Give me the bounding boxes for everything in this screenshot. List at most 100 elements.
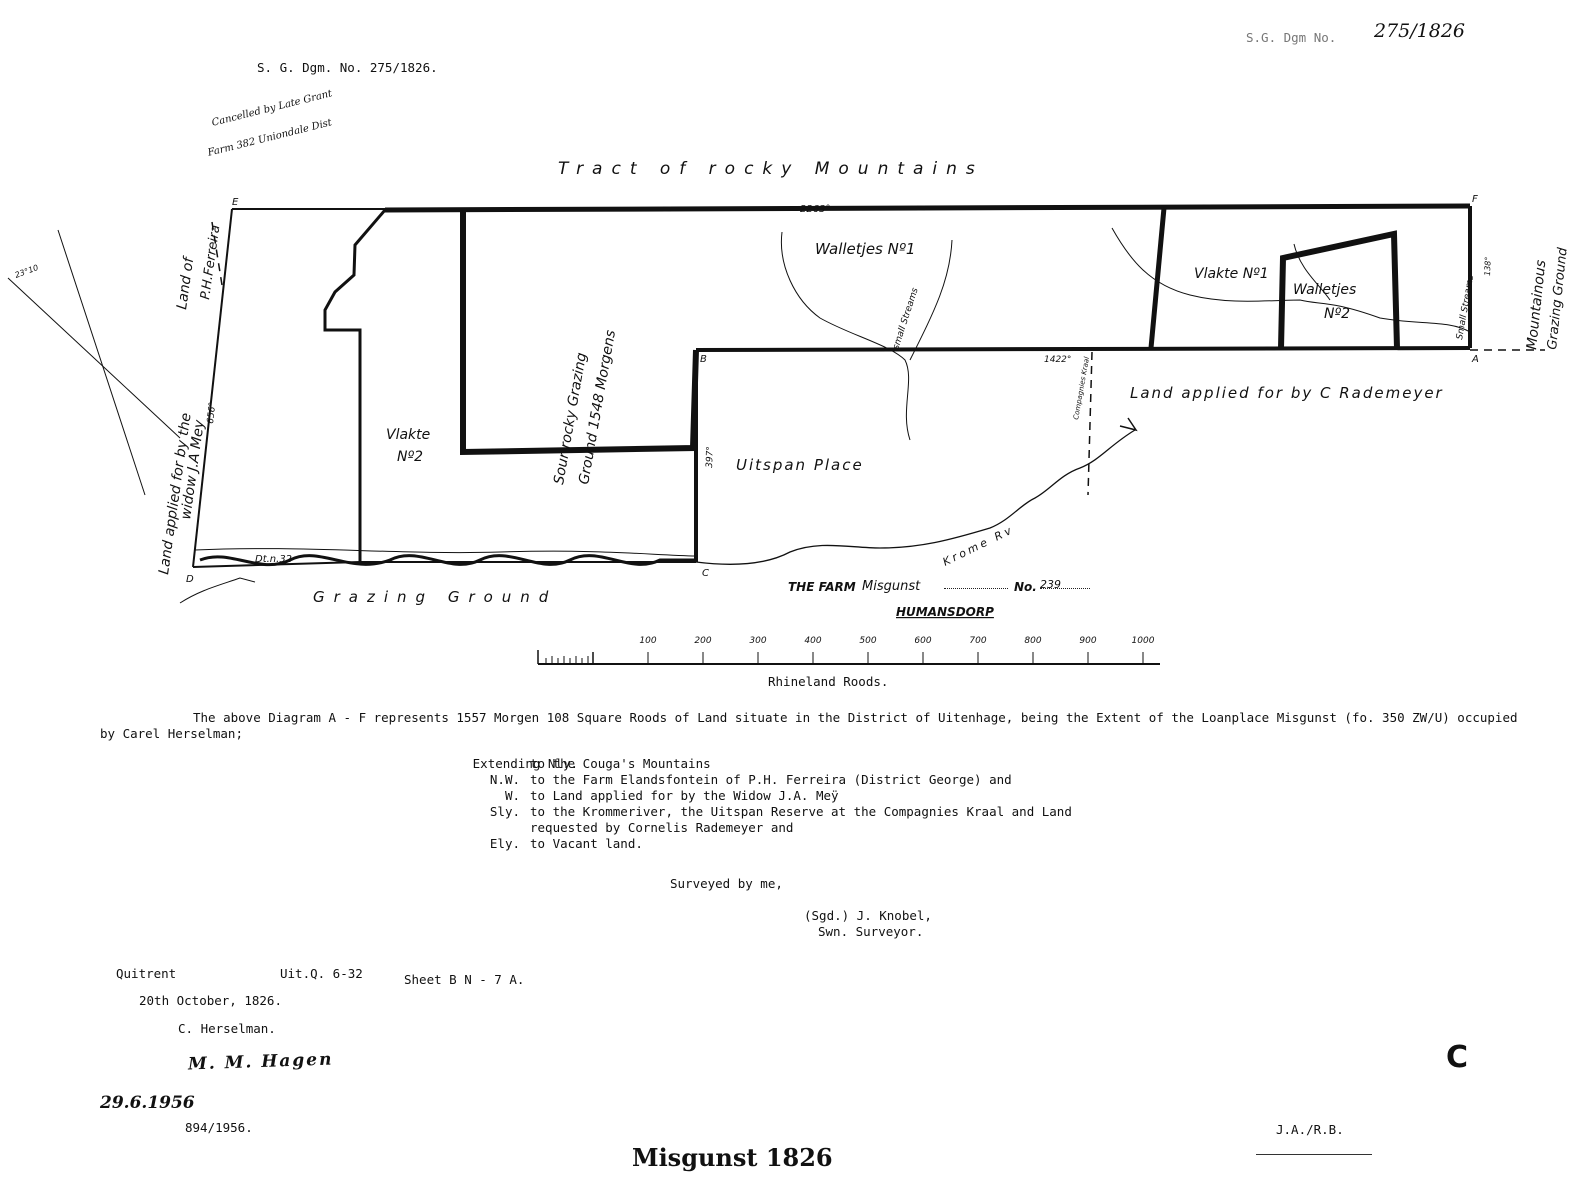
scale-tick: 200 (694, 636, 711, 646)
corner-b: B (700, 354, 707, 365)
surveyor-signature: (Sgd.) J. Knobel, (804, 908, 932, 923)
edge-b-c-length: 397° (705, 446, 716, 468)
handwritten-date: 29.6.1956 (100, 1093, 195, 1113)
page-title: Misgunst 1826 (632, 1143, 833, 1172)
grazing-ground-label: Grazing Ground (313, 588, 557, 606)
dashed-compagnies (1087, 351, 1093, 496)
survey-map: 100 200 300 400 500 600 700 800 900 1000… (7, 159, 1571, 665)
boundary-sour-grazing (460, 210, 699, 456)
boundary-dir-nw: N.W. (489, 772, 520, 787)
vlakte-2-number: Nº2 (397, 449, 423, 465)
district-label: HUMANSDORP (896, 605, 994, 619)
corner-d: D (186, 574, 194, 585)
grantee-name: C. Herselman. (178, 1021, 276, 1036)
scale-unit-label: Rhineland Roods. (768, 674, 889, 689)
uitspan-place-label: Uitspan Place (736, 456, 864, 474)
sour-grazing-label-2: Ground 1548 Morgens (576, 329, 619, 486)
top-right-number: 275/1826 (1374, 20, 1466, 42)
bearing-line-2 (57, 229, 146, 496)
scale-bar (537, 650, 1160, 665)
boundary-outer-west (192, 208, 233, 568)
boundary-walletjes1-east (1148, 207, 1167, 349)
compagnies-kraal-label: Compagnies Kraal (1072, 356, 1091, 420)
scale-tick: 800 (1024, 636, 1041, 646)
surveyor-title: Swn. Surveyor. (818, 924, 924, 939)
boundary-b-a (695, 346, 1471, 352)
farm-no-prefix: No. (1014, 580, 1037, 594)
scale-tick: 400 (804, 636, 821, 646)
tract-label: Tract of rocky Mountains (558, 159, 984, 179)
quitrent-label: Quitrent (116, 966, 177, 981)
scale-tick: 100 (639, 636, 656, 646)
handwritten-signature: M. M. Hagen (187, 1049, 334, 1075)
corner-letter: C (1446, 1040, 1469, 1075)
uitq-reference: Uit.Q. 6-32 (280, 966, 363, 981)
scale-tick: 900 (1079, 636, 1096, 646)
dashed-ferreira (211, 221, 223, 286)
corner-c: C (702, 568, 709, 579)
vlakte-1-label: Vlakte Nº1 (1194, 266, 1269, 282)
boundary-vlakte2-west (323, 209, 387, 562)
arrow-compagnies (1119, 417, 1138, 432)
land-ferreira-label-1: Land of (174, 255, 197, 311)
small-streams-right: Small Streams (1455, 274, 1476, 340)
initials: J.A./R.B. (1276, 1122, 1344, 1137)
top-right-prefix: S.G. Dgm No. (1246, 30, 1337, 45)
boundary-north (384, 203, 1471, 213)
top-edge-length: 2263° (800, 204, 830, 215)
scale-tick: 600 (914, 636, 931, 646)
land-ferreira-label-2: P.H.Ferreira (198, 224, 223, 301)
arrow-grazing (179, 577, 256, 604)
initials-rule (1256, 1154, 1372, 1155)
stream-east (1111, 227, 1471, 333)
description-line-2: by Carel Herselman; (100, 726, 243, 741)
farm-leader-dots (944, 588, 1008, 589)
edge-b-a-length: 1422° (1044, 355, 1071, 365)
walletjes-2-label: Walletjes (1293, 282, 1356, 298)
land-rademeyer-label: Land applied for by C Rademeyer (1130, 384, 1444, 402)
vlakte-2-label: Vlakte (386, 427, 430, 443)
stream-east-2 (1293, 243, 1331, 301)
krome-river (695, 429, 1136, 566)
boundary-text-s-cont: requested by Cornelis Rademeyer and (530, 820, 794, 835)
scale-ticks: 100 200 300 400 500 600 700 800 900 1000 (639, 636, 1154, 646)
river-south-wave (199, 554, 696, 567)
boundary-text-e: to Vacant land. (530, 836, 643, 851)
edge-d-e-length: 656° (206, 402, 218, 425)
boundary-dir-w: W. (504, 788, 520, 803)
small-streams-mid: small Streams (891, 286, 920, 351)
farm-prefix: THE FARM (788, 580, 856, 594)
edge-a-f-length: 138° (1483, 256, 1493, 276)
description-line-1: The above Diagram A - F represents 1557 … (193, 710, 1518, 725)
surveyed-by: Surveyed by me, (670, 876, 783, 891)
walletjes-2-number: Nº2 (1324, 306, 1350, 322)
krome-river-label: Krome Rv (941, 523, 1016, 569)
boundary-text-nw: to the Farm Elandsfontein of P.H. Ferrei… (530, 772, 1012, 787)
farm-name: Misgunst (862, 579, 921, 594)
boundary-dir-s: Sly. (489, 804, 520, 819)
boundary-text-w: to Land applied for by the Widow J.A. Me… (530, 788, 839, 803)
farm-no-leader (1040, 588, 1090, 589)
reference-number: 894/1956. (185, 1120, 253, 1135)
stream-mid-2 (909, 239, 953, 361)
corner-f: F (1472, 194, 1478, 205)
corner-e: E (232, 197, 239, 208)
scale-tick: 300 (749, 636, 766, 646)
scale-tick: 1000 (1132, 636, 1155, 646)
walletjes-1-label: Walletjes Nº1 (815, 240, 915, 258)
boundary-dir-north: Extending Nly. (472, 756, 578, 771)
farm-no: 239 (1040, 578, 1061, 591)
scale-tick: 500 (859, 636, 876, 646)
boundary-dir-e: Ely. (489, 836, 520, 851)
grant-date: 20th October, 1826. (139, 993, 282, 1008)
river-south-wave-2 (194, 548, 697, 557)
stream-mid (780, 231, 911, 441)
boundary-walletjes2 (1278, 230, 1400, 349)
boundary-text-north: to the Couga's Mountains (530, 756, 711, 771)
sg-diagram-number: S. G. Dgm. No. 275/1826. (257, 60, 438, 75)
river-small-label: Dt.n.32 (255, 554, 292, 565)
sheet-reference: Sheet B N - 7 A. (404, 972, 525, 987)
boundary-text-s: to the Krommeriver, the Uitspan Reserve … (530, 804, 1072, 819)
bearing-line-1 (7, 277, 181, 439)
bearing-label: 23°10 (14, 263, 40, 280)
